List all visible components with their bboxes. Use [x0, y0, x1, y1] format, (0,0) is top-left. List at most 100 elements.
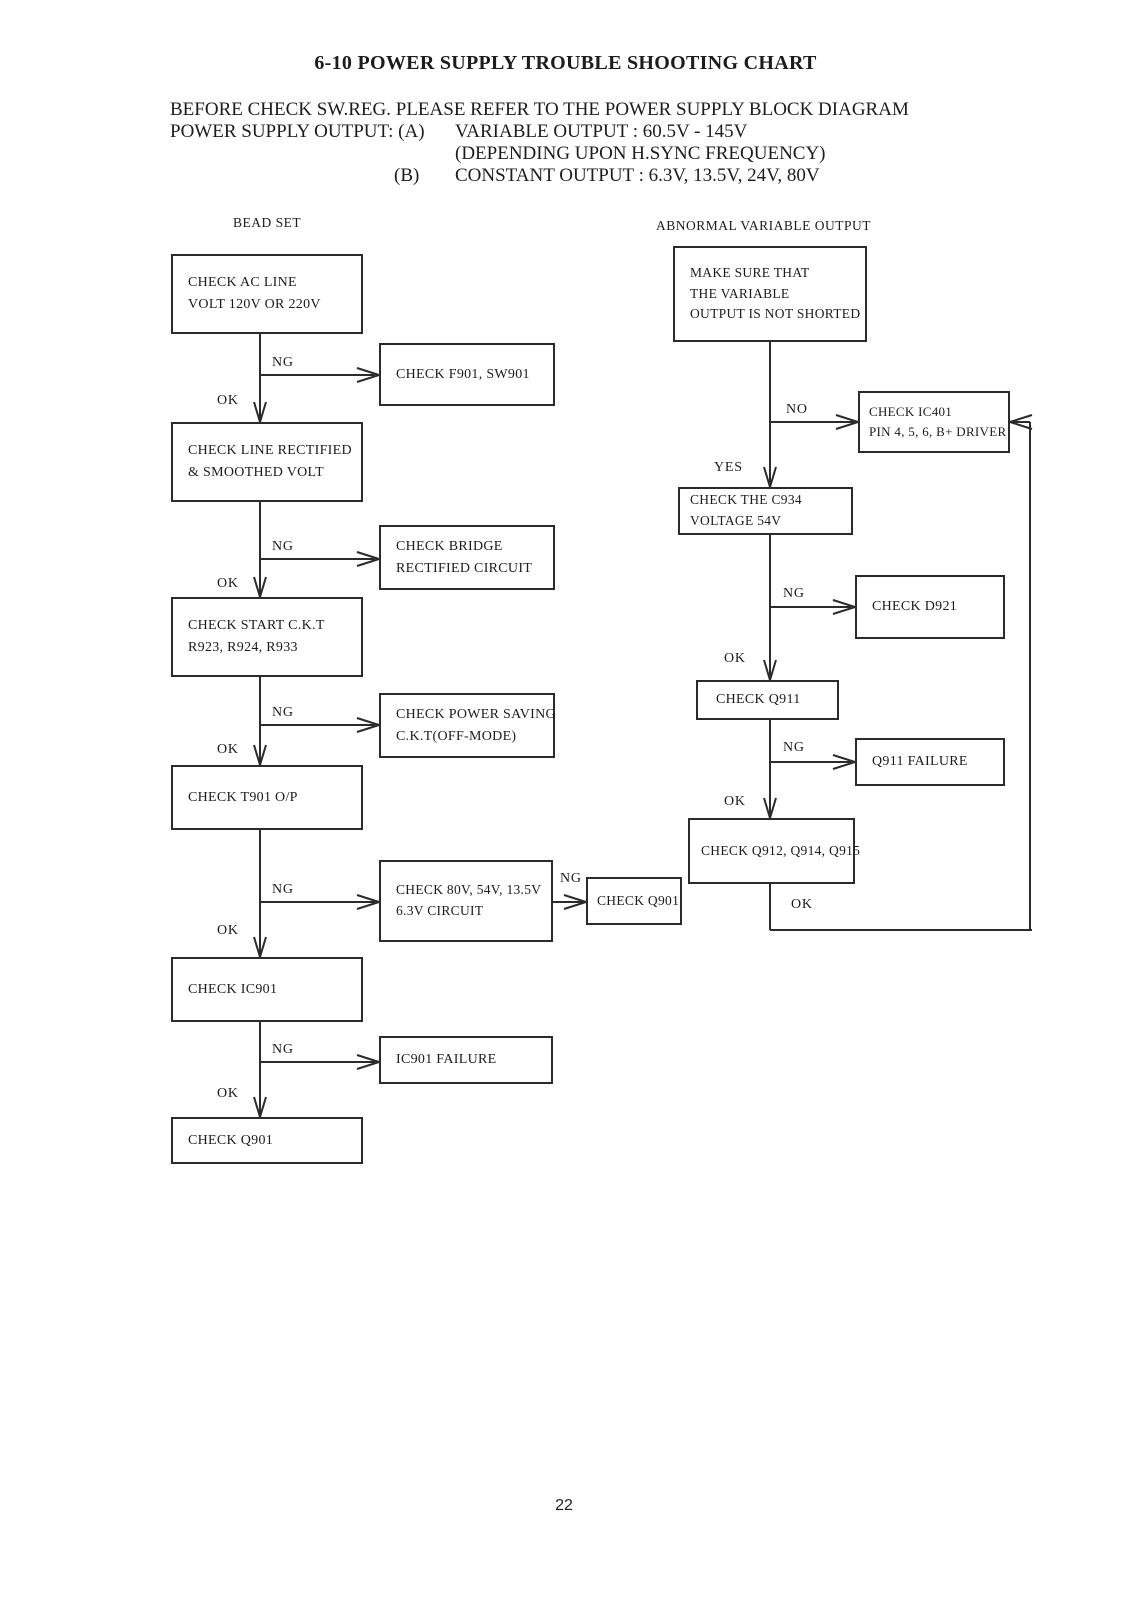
connector-line-ng-h5 [260, 1061, 375, 1063]
flow-box-text: IC901 FAILURE [396, 1052, 497, 1068]
connector-line-right-v4 [769, 884, 771, 930]
connector-line-left-v3 [259, 677, 261, 765]
flow-box-text: 6.3V CIRCUIT [396, 903, 484, 918]
header-text-tag-b: (B) [394, 165, 420, 186]
flow-box-text: CHECK 80V, 54V, 13.5V [396, 882, 542, 898]
edge-label-ok-r2: OK [724, 794, 746, 809]
flow-box-text: PIN 4, 5, 6, B+ DRIVER [869, 424, 1007, 439]
connector-line-left-v1 [259, 334, 261, 422]
arrowhead-right-icon [356, 717, 383, 733]
flow-box-text: CHECK START C.K.T [188, 618, 325, 634]
edge-label-ng-3: NG [272, 705, 294, 720]
connector-line-right-v1 [769, 342, 771, 483]
flow-box-text: CHECK LINE RECTIFIED [188, 443, 352, 459]
connector-line-no-h1 [770, 421, 854, 423]
flow-box-text: CHECK THE C934 [690, 492, 802, 508]
flow-box-check-q901-mid: CHECK Q901 [586, 877, 682, 925]
flow-box-text: CHECK IC401 [869, 403, 953, 419]
arrowhead-right-icon [832, 599, 859, 615]
flow-box-text: RECTIFIED CIRCUIT [396, 560, 533, 576]
flow-box-text: CHECK T901 O/P [188, 789, 298, 805]
connector-line-right-v3 [769, 720, 771, 814]
flow-box-check-q911: CHECK Q911 [696, 680, 839, 720]
edge-label-ok-r1: OK [724, 651, 746, 666]
flow-box-text: CHECK Q901 [188, 1132, 274, 1148]
arrowhead-down-icon [253, 1096, 267, 1121]
arrowhead-right-icon [563, 894, 590, 910]
flow-box-text: CHECK BRIDGE [396, 538, 503, 554]
connector-line-left-v5 [259, 1022, 261, 1117]
connector-line-feedback-up [1029, 422, 1031, 930]
arrowhead-down-icon [763, 659, 777, 684]
page-number: 22 [555, 1497, 573, 1514]
header-text-ps-output-label: POWER SUPPLY OUTPUT: (A) [170, 121, 425, 142]
flow-box-text: CHECK Q912, Q914, Q915 [701, 842, 861, 858]
flow-box-text: & SMOOTHED VOLT [188, 465, 324, 480]
connector-line-right-v2 [769, 535, 771, 676]
flow-box-check-bridge-rectified: CHECK BRIDGE RECTIFIED CIRCUIT [379, 525, 555, 590]
section-label-bead-set: BEAD SET [233, 215, 302, 230]
flow-box-text: CHECK D921 [872, 599, 958, 615]
flow-box-q911-failure: Q911 FAILURE [855, 738, 1005, 786]
flow-box-check-80v-circuit: CHECK 80V, 54V, 13.5V 6.3V CIRCUIT [379, 860, 553, 942]
arrowhead-down-icon [763, 466, 777, 491]
arrowhead-right-icon [835, 414, 862, 430]
edge-label-ng-4: NG [272, 882, 294, 897]
flow-box-check-ic901: CHECK IC901 [171, 957, 363, 1022]
connector-line-ng-h1 [260, 374, 375, 376]
edge-label-ok-5: OK [217, 1086, 239, 1101]
connector-line-ng-h3 [260, 724, 375, 726]
flow-box-check-line-rectified: CHECK LINE RECTIFIED & SMOOTHED VOLT [171, 422, 363, 502]
header-text-intro-line: BEFORE CHECK SW.REG. PLEASE REFER TO THE… [170, 99, 909, 120]
flow-box-text: CHECK F901, SW901 [396, 366, 530, 382]
flow-box-text: VOLTAGE 54V [690, 513, 782, 528]
edge-label-ng-5: NG [272, 1042, 294, 1057]
flow-box-check-f901-sw901: CHECK F901, SW901 [379, 343, 555, 406]
section-label-abnormal-variable-output: ABNORMAL VARIABLE OUTPUT [656, 218, 872, 233]
edge-label-no-1: NO [786, 402, 808, 417]
arrowhead-right-icon [356, 1054, 383, 1070]
edge-label-ng-1: NG [272, 355, 294, 370]
edge-label-ok-2: OK [217, 576, 239, 591]
flow-box-check-power-saving: CHECK POWER SAVING C.K.T(OFF-MODE) [379, 693, 556, 758]
flow-box-text: C.K.T(OFF-MODE) [396, 728, 517, 744]
flow-box-check-q901-bottom: CHECK Q901 [171, 1117, 363, 1164]
arrowhead-down-icon [763, 797, 777, 822]
header-text-constant-output: CONSTANT OUTPUT : 6.3V, 13.5V, 24V, 80V [455, 165, 820, 186]
arrowhead-down-icon [253, 744, 267, 769]
connector-line-ng-h2 [260, 558, 375, 560]
edge-label-ok-3: OK [217, 742, 239, 757]
flow-box-text: Q911 FAILURE [872, 754, 968, 770]
flow-box-text: MAKE SURE THAT [690, 264, 810, 280]
arrowhead-right-icon [832, 754, 859, 770]
edge-label-ng-r1: NG [783, 586, 805, 601]
edge-label-ok-1: OK [217, 393, 239, 408]
flow-box-text: CHECK Q911 [716, 692, 801, 708]
arrowhead-right-icon [356, 894, 383, 910]
connector-line-feedback-bottom [770, 929, 1032, 931]
flow-box-check-q912-q914-q915: CHECK Q912, Q914, Q915 [688, 818, 861, 884]
connector-line-ng-hr2 [770, 761, 851, 763]
flow-box-text: CHECK POWER SAVING [396, 706, 556, 722]
connector-line-left-v4 [259, 830, 261, 957]
flow-box-text: VOLT 120V OR 220V [188, 297, 321, 312]
arrowhead-right-icon [356, 367, 383, 383]
arrowhead-down-icon [253, 936, 267, 961]
arrowhead-left-icon [1006, 414, 1033, 430]
flow-box-text: CHECK IC901 [188, 981, 278, 997]
arrowhead-down-icon [253, 576, 267, 601]
edge-label-yes-1: YES [714, 460, 743, 475]
connector-line-ng-h-q901 [553, 901, 583, 903]
edge-label-ok-r3: OK [791, 897, 813, 912]
edge-label-ng-2: NG [272, 539, 294, 554]
connector-line-feedback-top [1010, 421, 1030, 423]
flow-box-text: THE VARIABLE [690, 285, 790, 301]
header-text-variable-output: VARIABLE OUTPUT : 60.5V - 145V [455, 121, 748, 142]
edge-label-ok-4: OK [217, 923, 239, 938]
connector-line-left-v2 [259, 502, 261, 597]
